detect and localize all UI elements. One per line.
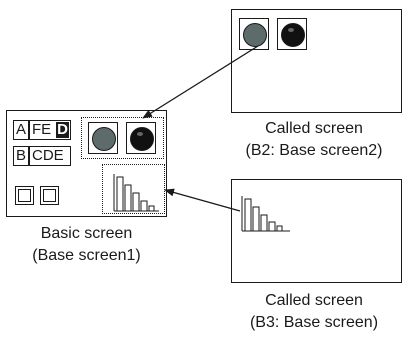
text-d-highlighted: D	[56, 121, 69, 138]
bar-graph-icon	[113, 174, 159, 212]
text-box-cde: CDE	[29, 146, 71, 166]
arrow-to-region-b3	[164, 188, 241, 212]
switch-icon	[15, 186, 34, 205]
called-screen-b2	[231, 9, 402, 113]
basic-screen: A FE D B CDE	[6, 110, 167, 217]
arrow-to-region-b2	[142, 45, 259, 119]
lamp-gray-icon	[239, 18, 269, 50]
lamp-gray-icon	[88, 122, 118, 154]
text-b: B	[16, 147, 27, 164]
lamp-black-icon	[126, 122, 156, 154]
text-a: A	[16, 121, 27, 138]
call-region-b2	[81, 117, 164, 159]
basic-screen-caption-line2: (Base screen1)	[32, 247, 141, 264]
text-fe: FE	[32, 121, 52, 138]
text-box-fed: FE D	[29, 120, 71, 140]
called-screen-b2-caption-line1: Called screen	[265, 120, 363, 137]
basic-screen-caption-line1: Basic screen	[40, 225, 133, 242]
text-cde: CDE	[32, 147, 64, 164]
lamp-black-icon	[277, 18, 307, 50]
text-box-b: B	[13, 146, 29, 166]
called-screen-b3-caption-line1: Called screen	[265, 292, 363, 309]
called-screen-b2-caption-line2: (B2: Base screen2)	[245, 142, 383, 159]
called-screen-b3-caption-line2: (B3: Base screen)	[249, 314, 379, 331]
switch-icon	[40, 186, 59, 205]
bar-graph-icon	[241, 196, 290, 232]
text-box-a: A	[13, 120, 29, 140]
called-screen-b3	[231, 179, 402, 283]
